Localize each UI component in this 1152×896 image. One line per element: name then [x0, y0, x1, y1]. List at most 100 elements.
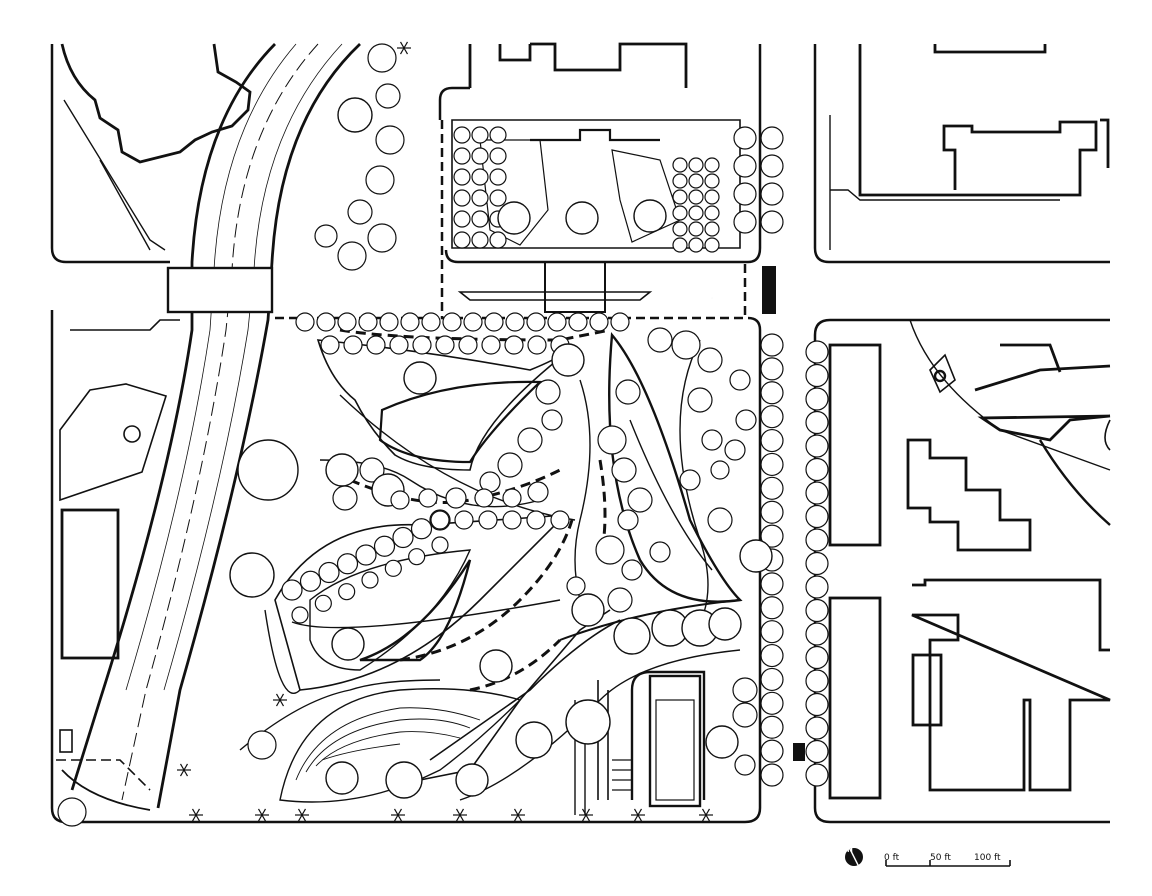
tree-canopy-icon	[455, 763, 489, 797]
tree-canopy-icon	[325, 761, 359, 795]
tree-canopy-icon	[392, 526, 414, 549]
tree-canopy-icon	[408, 548, 426, 566]
tree-canopy-icon	[550, 510, 570, 530]
tree-canopy-icon	[672, 221, 688, 237]
tree-canopy-icon	[474, 488, 494, 508]
tree-canopy-icon	[760, 739, 784, 763]
tree-canopy-icon	[338, 583, 356, 601]
tree-canopy-icon	[361, 571, 379, 589]
tree-canopy-icon	[375, 83, 401, 109]
tree-canopy-icon	[760, 182, 784, 206]
highway-ramp	[56, 42, 361, 811]
tree-canopy-icon	[688, 189, 704, 205]
tree-canopy-icon	[733, 182, 757, 206]
tree-canopy-icon	[412, 335, 432, 355]
tree-canopy-icon	[314, 224, 338, 248]
tree-canopy-icon	[739, 539, 773, 573]
tree-canopy-icon	[672, 157, 688, 173]
tree-canopy-icon	[390, 490, 410, 510]
tree-canopy-icon	[732, 677, 758, 703]
tree-canopy-icon	[617, 509, 639, 531]
tree-canopy-icon	[607, 587, 633, 613]
map-legend: N 0 ft 50 ft 100 ft	[845, 844, 1011, 870]
scale-label-50: 50 ft	[930, 853, 951, 863]
tree-canopy-icon	[566, 576, 586, 596]
tree-canopy-icon	[359, 457, 385, 483]
tree-canopy-icon	[708, 607, 742, 641]
tree-canopy-icon	[478, 510, 498, 530]
tree-canopy-icon	[421, 312, 441, 332]
tree-canopy-icon	[471, 126, 489, 144]
building-northeast	[829, 44, 1110, 250]
tree-canopy-icon	[672, 189, 688, 205]
tree-canopy-icon	[418, 488, 438, 508]
tree-canopy-icon	[551, 343, 585, 377]
tree-canopy-icon	[805, 481, 829, 505]
tree-canopy-icon	[805, 387, 829, 411]
north-label: N	[847, 846, 853, 854]
tree-canopy-icon	[597, 425, 627, 455]
tree-canopy-icon	[760, 154, 784, 178]
tree-canopy-icon	[805, 716, 829, 740]
tree-canopy-icon	[367, 43, 397, 73]
tree-canopy-icon	[688, 157, 704, 173]
tree-canopy-icon	[805, 669, 829, 693]
tree-canopy-icon	[526, 312, 546, 332]
tree-canopy-icon	[400, 312, 420, 332]
tree-canopy-icon	[704, 221, 720, 237]
tree-canopy-icon	[760, 572, 784, 596]
tree-canopy-icon	[568, 312, 588, 332]
tree-canopy-icon	[365, 165, 395, 195]
tree-canopy-icon	[379, 312, 399, 332]
palm-tree-icon	[579, 808, 593, 822]
tree-canopy-icon	[229, 552, 275, 598]
tree-canopy-icon	[367, 223, 397, 253]
tree-canopy-icon	[332, 485, 358, 511]
tree-canopy-icon	[688, 221, 704, 237]
tree-canopy-icon	[805, 363, 829, 388]
palm-tree-icon	[391, 808, 405, 822]
tree-canopy-icon	[358, 312, 378, 332]
tree-canopy-icon	[805, 739, 829, 764]
tree-canopy-icon	[453, 231, 471, 249]
tree-canopy-icon	[649, 541, 671, 563]
tree-canopy-icon	[375, 125, 405, 155]
palm-tree-icon	[631, 808, 645, 822]
tree-canopy-icon	[704, 157, 720, 173]
buildings-southeast	[793, 319, 1111, 800]
tree-canopy-icon	[589, 312, 609, 332]
tree-canopy-icon	[527, 335, 547, 355]
tree-canopy-icon	[471, 168, 489, 186]
tree-canopy-icon	[760, 333, 784, 357]
scale-label-0: 0 ft	[884, 853, 900, 863]
tree-canopy-icon	[337, 241, 367, 271]
tree-canopy-icon	[733, 154, 757, 178]
tree-canopy-icon	[489, 147, 507, 165]
tree-canopy-icon	[489, 231, 507, 249]
tree-canopy-icon	[760, 763, 784, 787]
tree-canopy-icon	[805, 622, 829, 646]
tree-canopy-icon	[389, 335, 409, 355]
tree-canopy-icon	[760, 476, 784, 500]
tree-canopy-icon	[435, 335, 455, 355]
tree-canopy-icon	[805, 340, 829, 364]
tree-canopy-icon	[502, 488, 522, 508]
tree-canopy-icon	[299, 570, 322, 592]
tree-canopy-icon	[760, 210, 784, 234]
tree-canopy-icon	[471, 231, 489, 249]
south-pavilion	[574, 670, 706, 815]
tree-canopy-icon	[445, 487, 467, 509]
palm-tree-icon	[511, 808, 525, 822]
tree-canopy-icon	[805, 645, 829, 670]
tree-canopy-icon	[526, 510, 546, 530]
tree-canopy-icon	[504, 335, 524, 355]
tree-canopy-icon	[672, 237, 688, 253]
tree-canopy-icon	[672, 173, 688, 189]
tree-canopy-icon	[489, 126, 507, 144]
tree-canopy-icon	[347, 199, 373, 225]
palm-tree-icon	[273, 693, 287, 707]
tree-canopy-icon	[535, 379, 561, 405]
tree-canopy-icon	[760, 596, 784, 620]
tree-canopy-icon	[621, 559, 643, 581]
tree-canopy-icon	[458, 335, 478, 355]
